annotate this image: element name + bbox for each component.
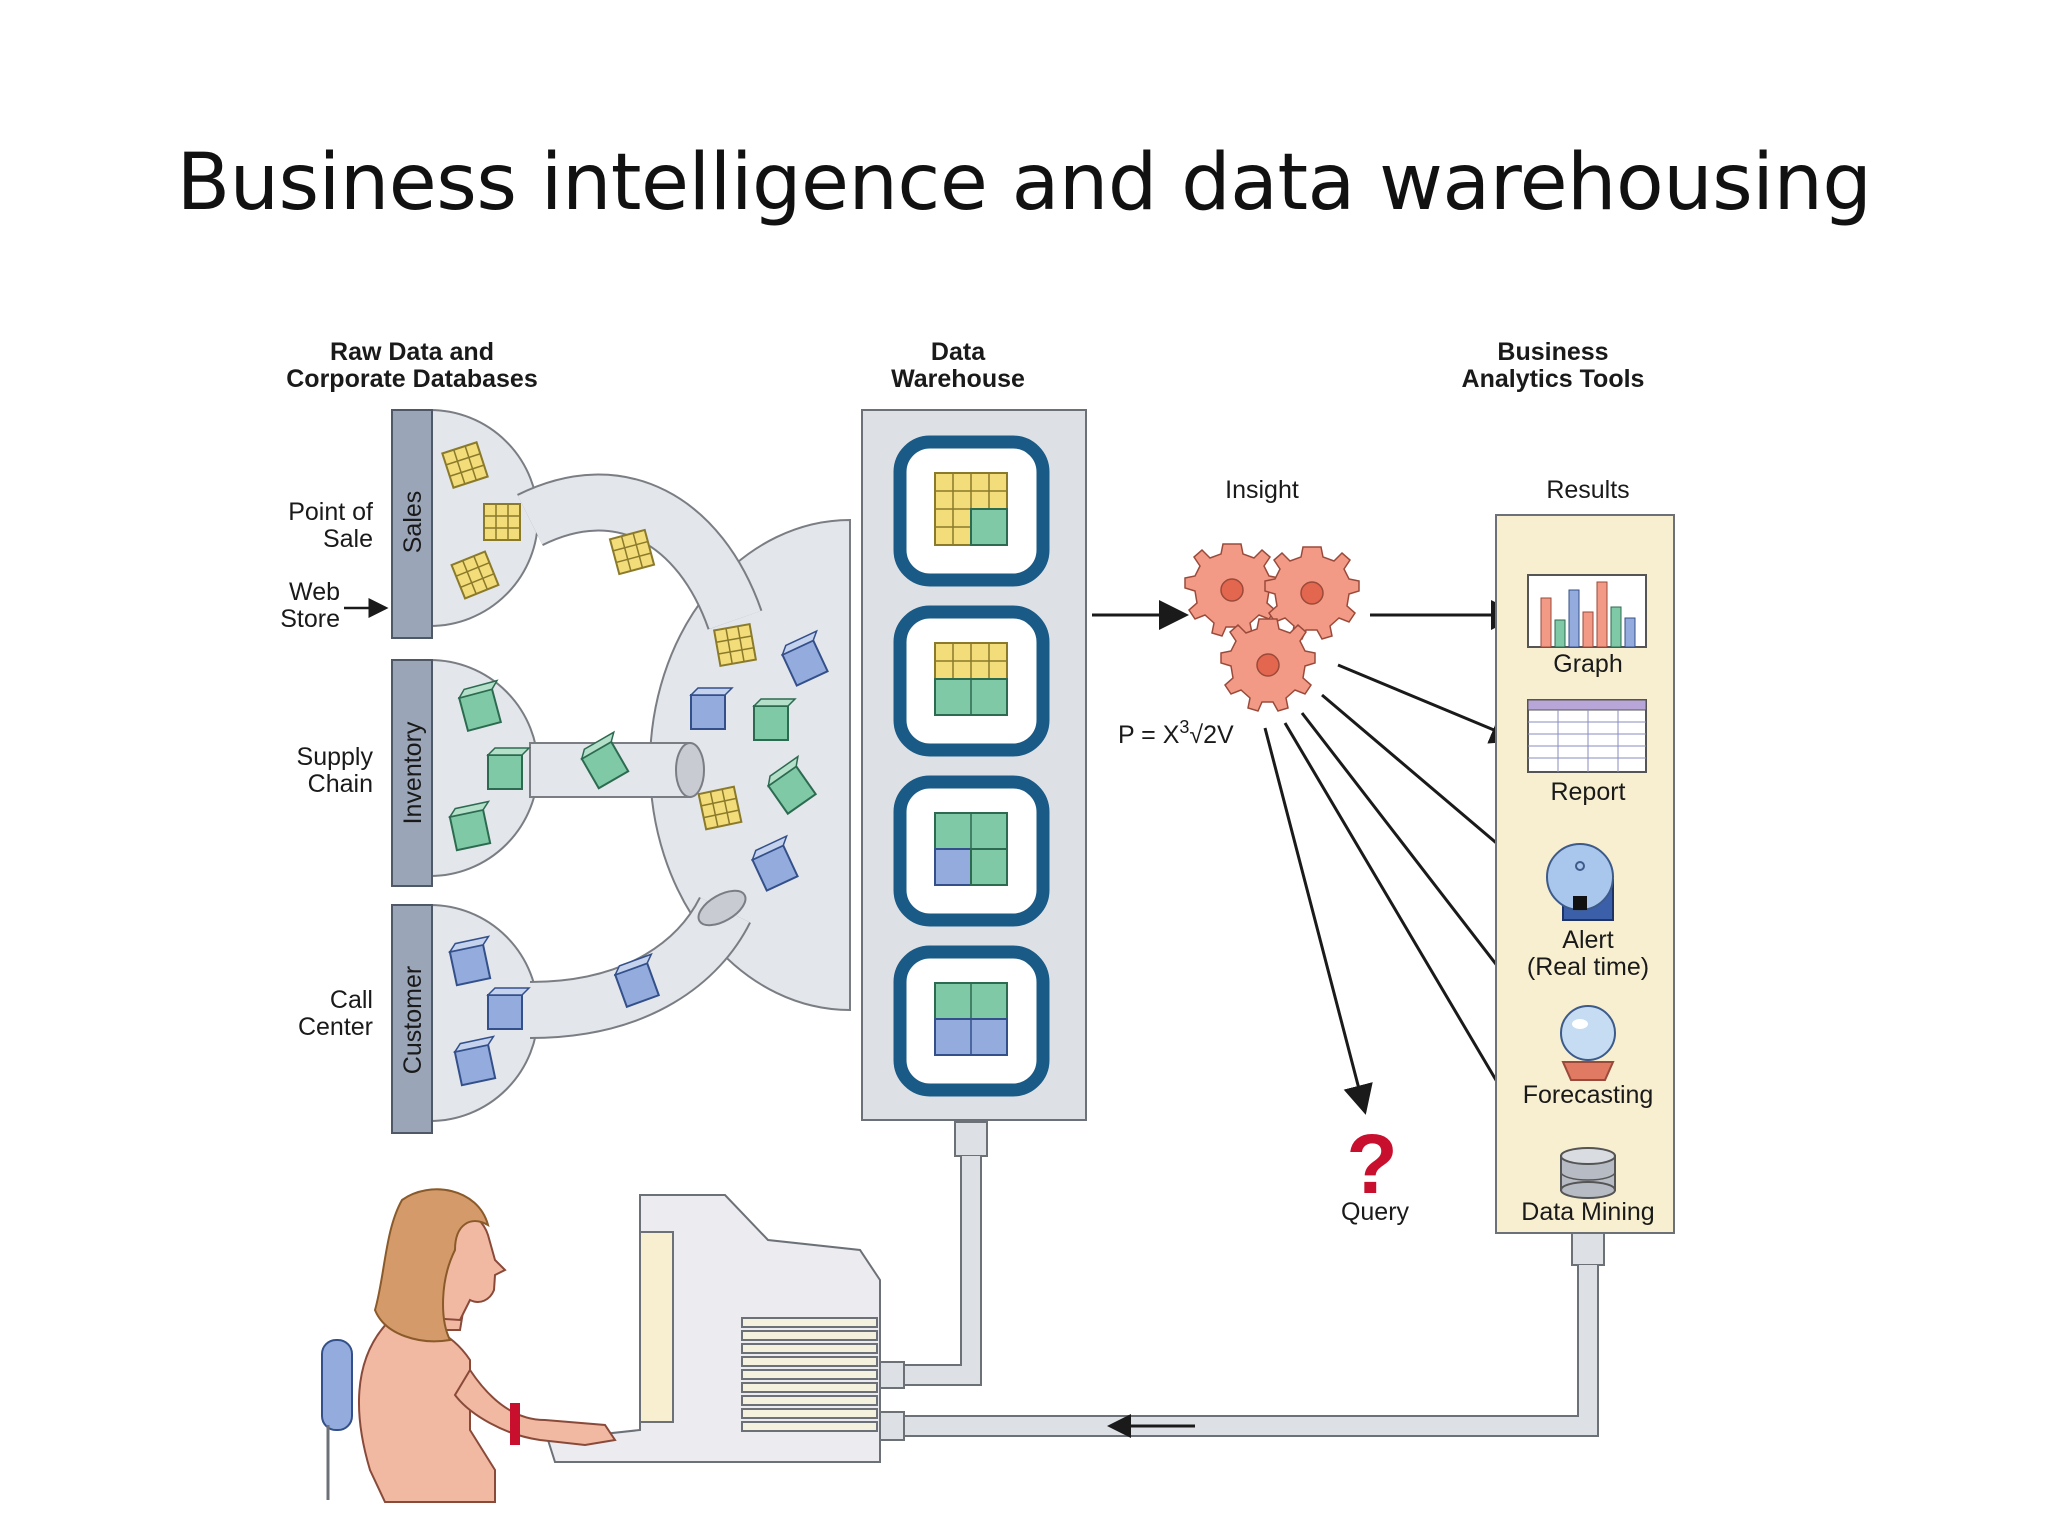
insight-to-query-arrow xyxy=(1263,727,1373,1115)
yellow-cube xyxy=(697,785,743,831)
gear-icon xyxy=(1264,546,1360,640)
insight-label: Insight xyxy=(1225,476,1299,504)
graph-icon xyxy=(1527,574,1647,648)
blue-cube xyxy=(453,1035,497,1087)
web-store-label-line2: Store xyxy=(280,605,340,633)
warehouse-slot-4 xyxy=(893,945,1050,1097)
warehouse-base xyxy=(954,1121,988,1157)
sales-label: Sales xyxy=(399,491,427,554)
query-mark-icon: ? xyxy=(1346,1117,1397,1211)
sales-pipe-fill xyxy=(517,475,761,630)
customer-pipe-fill xyxy=(529,897,750,1037)
green-cube xyxy=(457,679,503,733)
analytics-header-line1: Business xyxy=(1497,338,1608,366)
green-cube xyxy=(486,747,531,790)
warehouse-cable xyxy=(895,1156,982,1386)
point-of-sale-label-line2: Sale xyxy=(323,525,373,553)
inventory-label: Inventory xyxy=(399,721,427,824)
green-cube xyxy=(766,754,818,816)
warehouse-cable-fill xyxy=(895,1156,980,1384)
results-cable-fill xyxy=(895,1265,1597,1435)
insight-to-report-arrow xyxy=(1337,663,1521,744)
customer-bar xyxy=(391,904,433,1134)
user-figure xyxy=(321,1188,617,1503)
warehouse-slot-2 xyxy=(893,605,1050,757)
results-label: Results xyxy=(1546,476,1629,504)
bell-icon xyxy=(1546,843,1614,921)
graph-label: Graph xyxy=(1553,650,1622,678)
blue-cube xyxy=(448,935,492,987)
green-cube xyxy=(580,730,630,790)
raw-data-header-line2: Corporate Databases xyxy=(286,365,537,393)
query-label: Query xyxy=(1341,1198,1410,1226)
database-icon xyxy=(1560,1147,1616,1199)
analytics-header-line2: Analytics Tools xyxy=(1462,365,1645,393)
web-store-label-line1: Web xyxy=(289,578,340,606)
raw-data-header-line1: Raw Data and xyxy=(330,338,494,366)
report-label: Report xyxy=(1550,778,1625,806)
blue-cube xyxy=(689,687,734,730)
green-cube xyxy=(448,800,492,852)
call-center-label-line1: Call xyxy=(330,986,373,1014)
gear-icon xyxy=(1220,618,1316,712)
yellow-cube xyxy=(712,622,758,668)
warehouse-header-line1: Data xyxy=(931,338,986,366)
results-base xyxy=(1571,1232,1605,1266)
supply-chain-label-line1: Supply xyxy=(297,743,374,771)
call-center-label-line2: Center xyxy=(298,1013,373,1041)
warehouse-slot-1 xyxy=(893,435,1050,587)
results-cable xyxy=(895,1265,1599,1437)
green-cube xyxy=(752,698,797,741)
crystal-ball-icon xyxy=(1560,1005,1616,1081)
yellow-cube xyxy=(608,528,656,576)
inventory-pipe-end xyxy=(675,742,705,798)
yellow-cube xyxy=(483,503,521,541)
customer-label: Customer xyxy=(399,966,427,1074)
blue-cube xyxy=(781,629,829,687)
report-icon xyxy=(1527,699,1647,773)
forecasting-label: Forecasting xyxy=(1523,1081,1654,1109)
computer-terminal xyxy=(546,1194,905,1463)
point-of-sale-label-line1: Point of xyxy=(288,498,373,526)
customer-pipe-end xyxy=(697,889,747,927)
alert-label-line1: Alert xyxy=(1562,926,1613,954)
page-title: Business intelligence and data warehousi… xyxy=(176,138,1872,228)
blue-cube xyxy=(613,952,661,1009)
yellow-cube xyxy=(450,550,500,600)
inventory-bar xyxy=(391,659,433,887)
warehouse-slot-3 xyxy=(893,775,1050,927)
warehouse-header-line2: Warehouse xyxy=(891,365,1025,393)
data-mining-label: Data Mining xyxy=(1521,1198,1654,1226)
formula-label: P = X3√2V xyxy=(1118,717,1234,749)
supply-chain-label-line2: Chain xyxy=(308,770,373,798)
alert-label-line2: (Real time) xyxy=(1527,953,1649,981)
sales-bar xyxy=(391,409,433,639)
blue-cube xyxy=(486,987,531,1030)
yellow-cube xyxy=(441,441,489,489)
blue-cube xyxy=(751,834,799,892)
